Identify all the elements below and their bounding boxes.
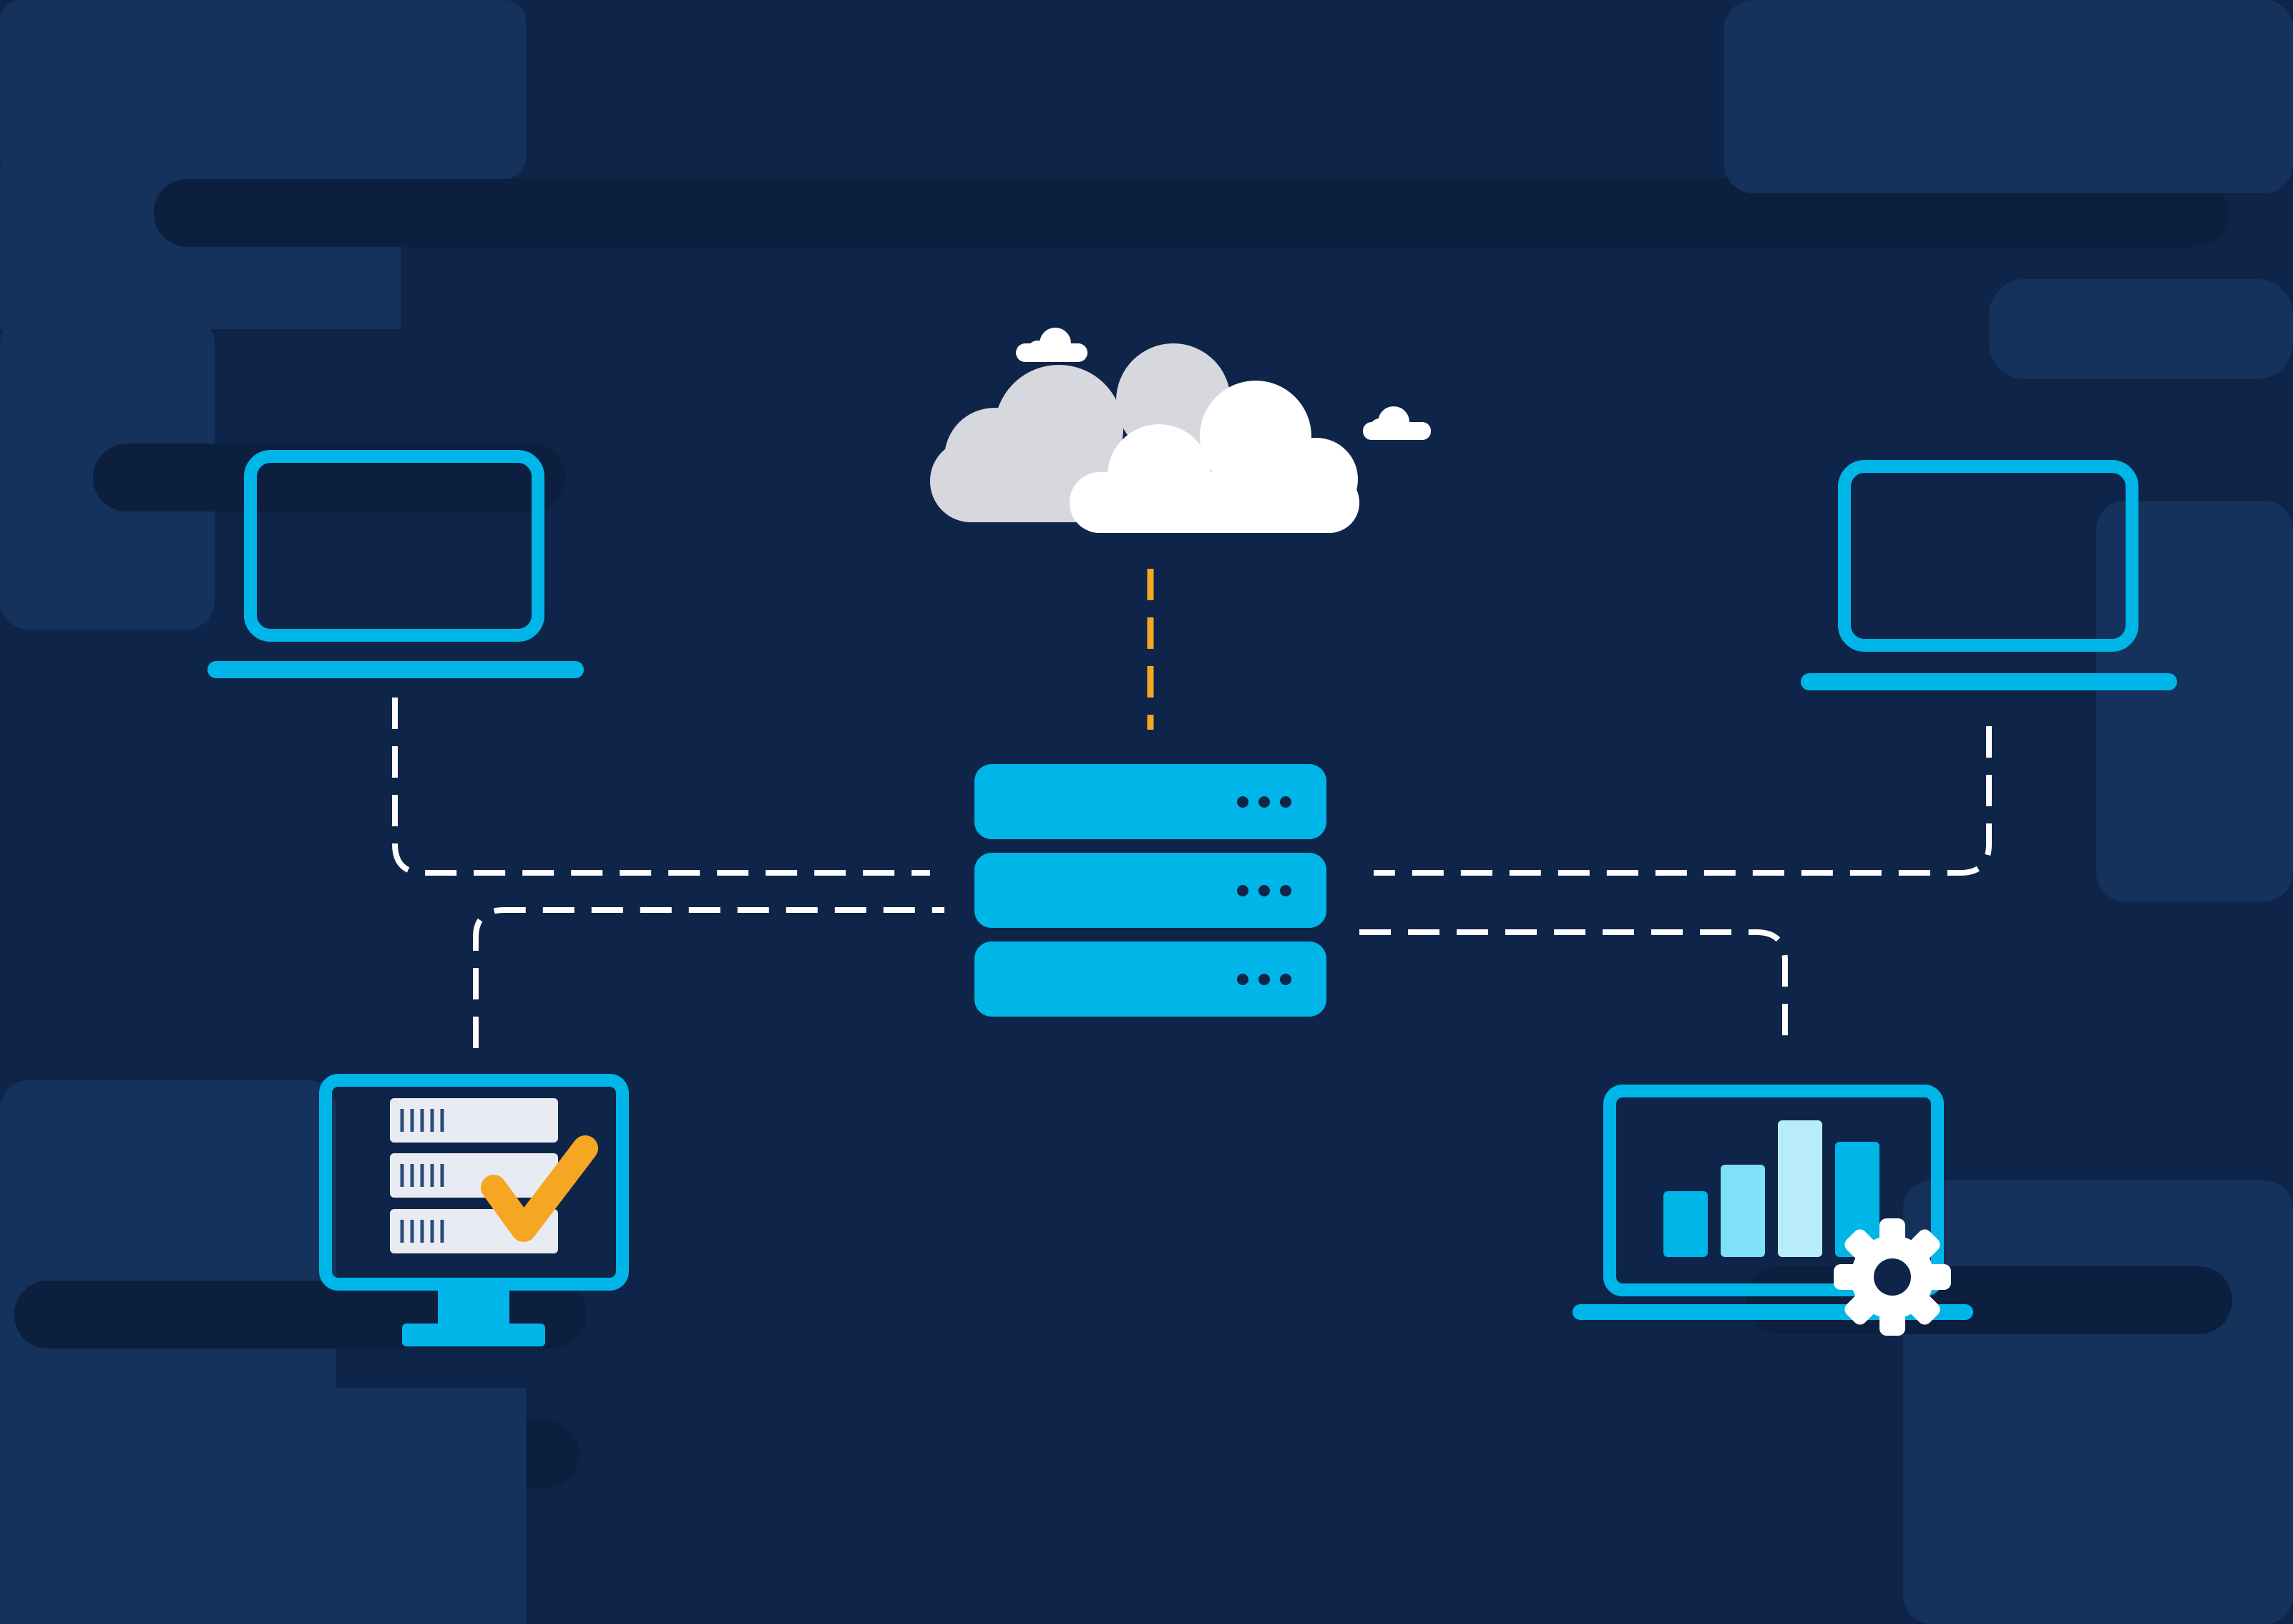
server-unit-2 <box>974 853 1326 928</box>
connector-laptop-chart <box>1359 929 1788 1048</box>
bar-1 <box>1663 1191 1708 1257</box>
bar-4 <box>1835 1142 1879 1257</box>
bar-chart <box>1663 1120 1879 1257</box>
laptop-right-screen <box>1838 460 2138 652</box>
laptop-left-screen <box>244 450 544 642</box>
laptop-right-icon <box>1801 460 2177 690</box>
connector-monitor <box>473 907 944 1048</box>
cloud-icon <box>930 328 1431 533</box>
server-unit-3 <box>974 941 1326 1017</box>
monitor-stand <box>402 1324 545 1346</box>
connector-laptop-right <box>1374 726 1992 876</box>
chart-laptop-screen <box>1603 1085 1944 1296</box>
monitor-neck <box>438 1284 509 1327</box>
monitor-rack-check-icon <box>319 1074 629 1346</box>
server-unit-1 <box>974 764 1326 839</box>
checkmark-icon <box>481 1135 598 1242</box>
laptop-left-base <box>207 661 584 678</box>
server-stack-icon <box>974 764 1326 1017</box>
bar-2 <box>1721 1165 1765 1257</box>
small-cloud-left <box>1016 328 1087 362</box>
laptop-bar-chart-gear-icon <box>1573 1085 1973 1336</box>
server-status-dots <box>1237 796 1291 985</box>
laptop-right-base <box>1801 673 2177 690</box>
gear-icon <box>1834 1218 1951 1336</box>
front-cloud <box>1070 381 1359 533</box>
bar-3 <box>1778 1120 1822 1257</box>
connector-laptop-left <box>392 698 930 876</box>
small-cloud-right <box>1363 406 1431 440</box>
connectors <box>392 569 1992 1048</box>
laptop-left-icon <box>207 450 584 678</box>
